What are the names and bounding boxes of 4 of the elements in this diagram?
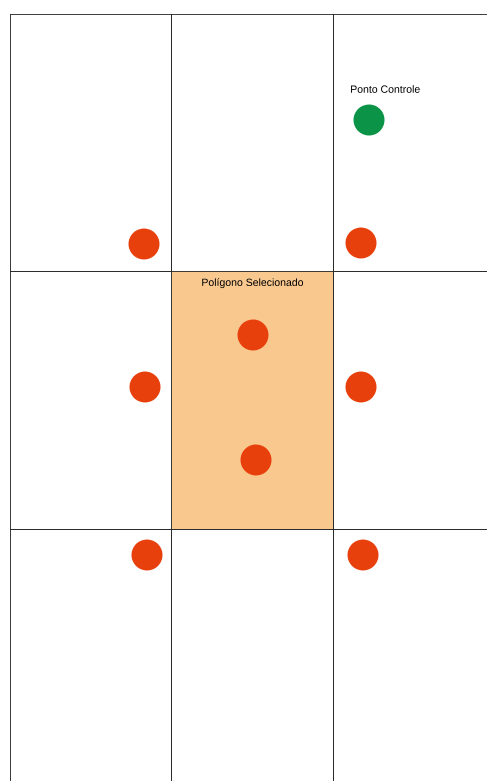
selected-polygon-cell: Polígono Selecionado xyxy=(171,271,334,530)
grid-cell xyxy=(171,529,334,781)
grid-cell xyxy=(10,14,172,272)
control-point-label: Ponto Controle xyxy=(351,85,420,93)
